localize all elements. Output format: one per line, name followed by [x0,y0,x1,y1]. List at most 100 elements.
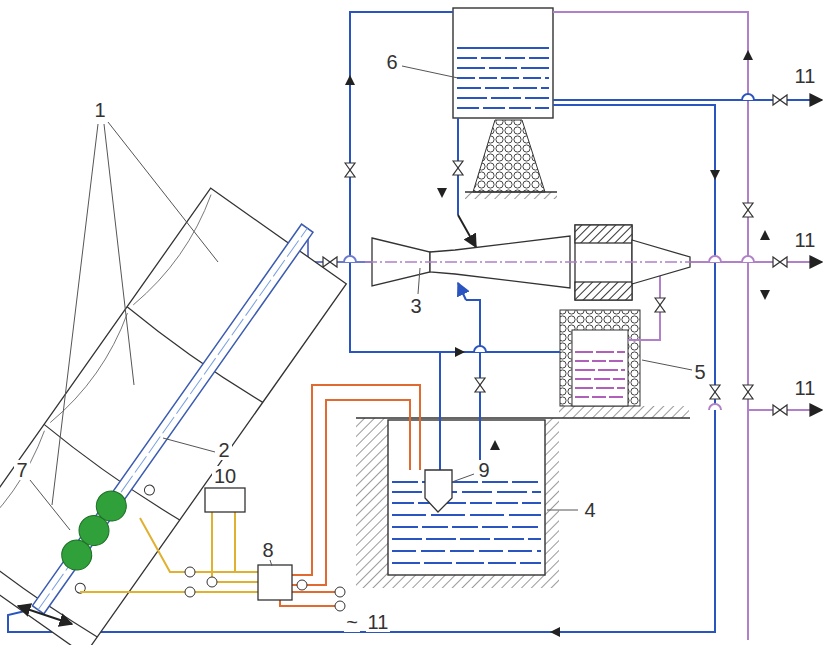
drawing-part [335,587,345,597]
leader-lines [30,66,692,566]
drawing-part [140,518,258,572]
valves [323,95,787,415]
drawing-part [575,351,625,353]
drawing-part [365,261,695,262]
drawing-part [292,591,338,593]
callout-number: 9 [476,460,491,480]
turbine [365,225,695,300]
drawing-part [392,550,541,552]
drawing-part [392,526,541,528]
callout-number: ~ [344,612,360,632]
drawing-part [350,12,560,352]
drawing-part [710,170,720,180]
drawing-part [710,385,720,399]
tilt-arrow [18,606,72,624]
drawing-part [292,385,420,575]
drawing-part [418,268,420,294]
drawing-part [30,480,70,530]
drawing-part [457,67,549,69]
drawing-part [743,50,753,60]
callout-number: 2 [216,440,231,460]
drawing-part [560,310,640,406]
drawing-part [458,215,476,247]
wires [80,385,420,606]
callout-number: 10 [212,466,238,486]
drawing-part [453,8,553,118]
drawing-part [345,75,355,85]
drawing-part [73,581,87,595]
drawing-part [345,163,355,177]
drawing-part [280,600,338,606]
drawing-part [0,195,218,545]
ground [356,406,690,588]
drawing-part [439,352,441,475]
drawing-part [457,107,549,109]
drawing-part [234,512,236,572]
controller-box [205,488,245,512]
drawing-part [550,627,560,637]
drawing-part [90,485,132,527]
drawing-part [437,188,447,198]
callout-number: 4 [582,500,597,520]
drawing-part [773,405,787,415]
drawing-part [743,203,753,217]
drawing-part [323,257,337,267]
drawing-part [474,346,486,352]
drawing-part [545,418,559,588]
drawing-part [575,369,625,371]
drawing-part [575,225,632,300]
drawing-part [575,378,625,380]
drawing-part [455,347,465,357]
callout-number: 6 [384,52,399,72]
inverter-box [258,565,292,600]
upper-tank [453,8,557,199]
drawing-part [207,577,217,587]
drawing-part [575,352,625,397]
drawing-part [575,225,632,243]
flow-arrows [290,50,770,637]
drawing-part [760,290,770,300]
solar-collector [0,169,360,645]
drawing-part [0,188,346,645]
drawing-part [457,77,549,79]
callout-number: 7 [14,460,29,480]
drawing-part [270,560,272,566]
drawing-part [473,120,545,192]
callout-number: 11 [793,230,818,250]
drawing-part [575,387,625,389]
drawing-part [80,591,258,593]
drawing-part [212,512,258,582]
drawing-part [490,440,500,450]
drawing-part [392,481,541,483]
callout-number: 11 [793,66,818,86]
drawing-part [642,360,692,370]
drawing-part [185,587,195,597]
drawing-part [52,122,218,505]
callout-number: 11 [366,612,391,632]
drawing-part [356,418,388,588]
drawing-part [163,438,215,452]
drawing-part [742,256,754,262]
drawing-part [356,417,690,418]
drawing-part [572,330,628,406]
probe [425,470,452,512]
drawing-part [185,567,195,577]
drawing-part [392,538,541,540]
heat-storage [560,310,640,406]
drawing-part [344,256,356,262]
drawing-part [709,404,721,410]
drawing-part [32,224,313,614]
drawing-part [308,228,372,262]
drawing-part [465,191,557,192]
drawing-part [457,87,549,89]
drawing-part [457,97,549,99]
drawing-part [743,385,753,399]
drawing-part [465,192,557,199]
callout-number: 8 [260,540,275,560]
callout-number: 11 [793,378,818,398]
drawing-part [457,57,549,59]
drawing-part [475,378,485,392]
drawing-part [457,47,549,49]
drawing-part [457,48,549,108]
